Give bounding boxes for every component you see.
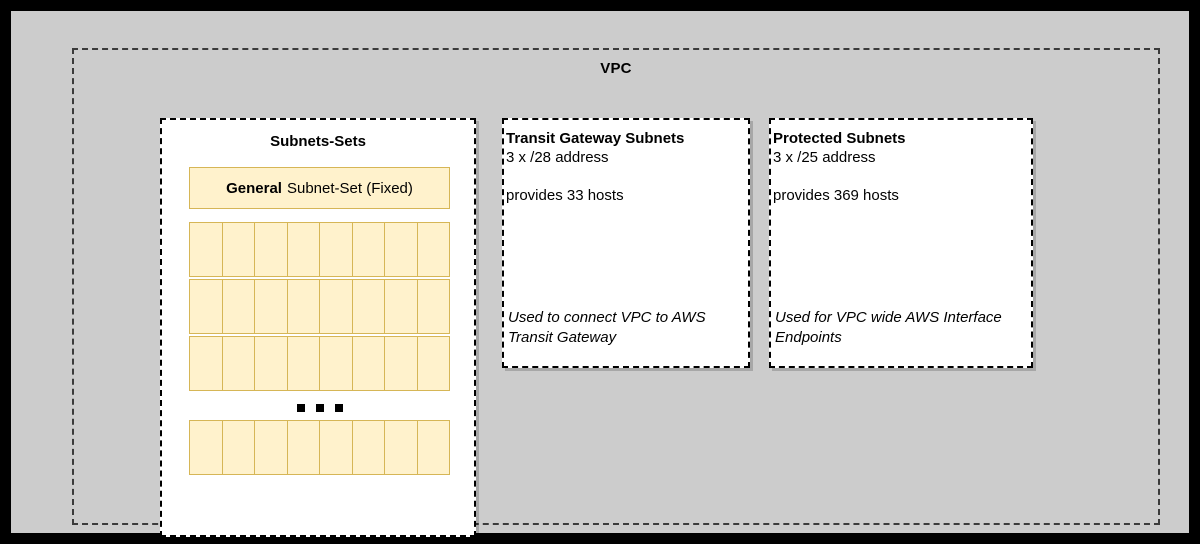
- subnet-cell: [385, 223, 418, 276]
- subnet-cell: [222, 223, 255, 276]
- subnet-cell: [320, 337, 353, 390]
- transit-gateway-subnets-content: Transit Gateway Subnets 3 x /28 address …: [506, 129, 742, 360]
- subnet-cell: [287, 280, 320, 333]
- subnet-cell: [190, 421, 223, 474]
- transit-gateway-subnets-card: Transit Gateway Subnets 3 x /28 address …: [502, 118, 750, 368]
- subnet-cell: [255, 421, 288, 474]
- subnet-cell: [352, 337, 385, 390]
- subnet-cell: [385, 280, 418, 333]
- subnet-cell: [255, 337, 288, 390]
- ellipsis-dot-icon: [296, 404, 305, 412]
- subnet-cell: [320, 280, 353, 333]
- subnet-cell: [255, 280, 288, 333]
- ellipsis-indicator: [189, 402, 450, 414]
- protected-subnets-hosts: provides 369 hosts: [773, 187, 899, 204]
- transit-gateway-subnets-note: Used to connect VPC to AWS Transit Gatew…: [508, 309, 706, 346]
- subnet-cell: [222, 337, 255, 390]
- subnet-cell: [385, 421, 418, 474]
- general-subnet-set-rest-label: Subnet-Set (Fixed): [286, 179, 413, 197]
- transit-gateway-subnets-address: 3 x /28 address: [506, 149, 609, 166]
- subnet-cell: [417, 280, 449, 333]
- subnet-cell: [190, 280, 223, 333]
- subnet-row: [189, 336, 450, 391]
- subnet-cell: [190, 337, 223, 390]
- subnet-cell: [287, 223, 320, 276]
- subnet-row: [189, 222, 450, 277]
- subnets-sets-title: Subnets-Sets: [270, 133, 366, 150]
- protected-subnets-title: Protected Subnets: [773, 130, 906, 147]
- subnet-row: [189, 279, 450, 334]
- protected-subnets-address: 3 x /25 address: [773, 149, 876, 166]
- subnet-cell: [320, 223, 353, 276]
- subnet-cell: [385, 337, 418, 390]
- subnet-cell: [255, 223, 288, 276]
- protected-subnets-card: Protected Subnets 3 x /25 address provid…: [769, 118, 1033, 368]
- subnet-cell: [222, 421, 255, 474]
- subnet-cell: [320, 421, 353, 474]
- vpc-title: VPC: [600, 60, 632, 77]
- protected-subnets-content: Protected Subnets 3 x /25 address provid…: [773, 129, 1025, 360]
- subnet-cell: [222, 280, 255, 333]
- ellipsis-dot-icon: [315, 404, 324, 412]
- subnet-cell: [417, 337, 449, 390]
- subnet-cell: [352, 280, 385, 333]
- protected-subnets-note: Used for VPC wide AWS Interface Endpoint…: [775, 309, 1002, 346]
- transit-gateway-subnets-title: Transit Gateway Subnets: [506, 130, 685, 147]
- subnet-cell: [417, 223, 449, 276]
- subnet-row: [189, 420, 450, 475]
- subnet-cell: [352, 223, 385, 276]
- subnet-cell: [190, 223, 223, 276]
- subnet-cell: [287, 421, 320, 474]
- spacer: [773, 167, 1025, 186]
- ellipsis-dot-icon: [334, 404, 343, 412]
- subnet-cell: [287, 337, 320, 390]
- subnet-cell: [417, 421, 449, 474]
- subnet-cell: [352, 421, 385, 474]
- spacer: [506, 167, 742, 186]
- transit-gateway-subnets-hosts: provides 33 hosts: [506, 187, 624, 204]
- general-subnet-set-bold-label: General: [226, 179, 282, 197]
